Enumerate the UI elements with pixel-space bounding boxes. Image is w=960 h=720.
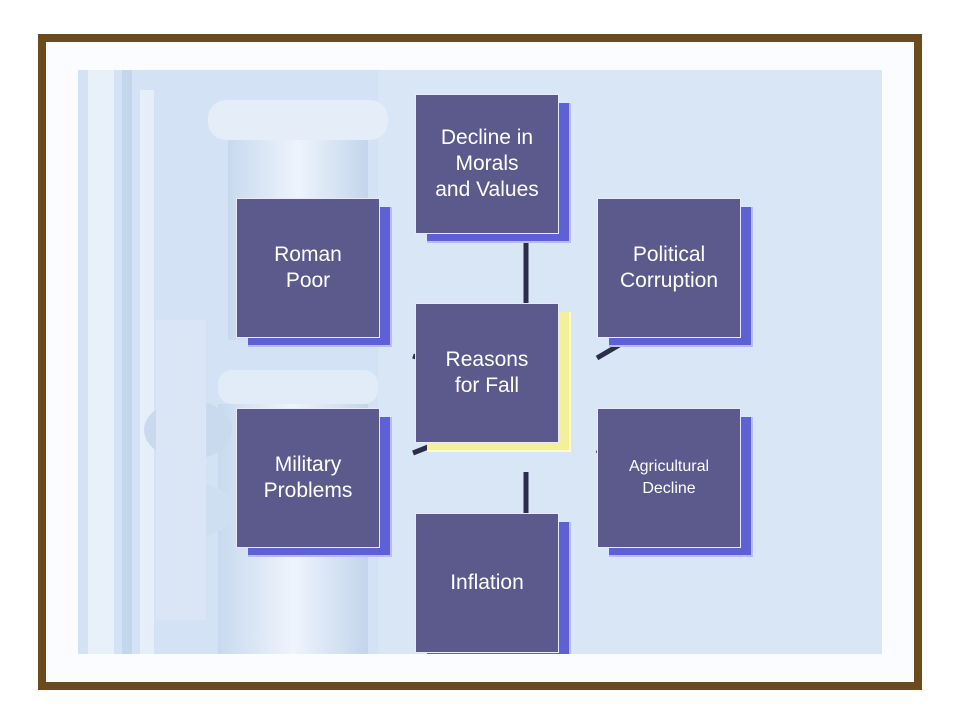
node-military-problems[interactable]: Military Problems (236, 408, 380, 548)
slide-panel: Decline in Morals and Values Political C… (78, 70, 882, 654)
slide-frame: Decline in Morals and Values Political C… (38, 34, 922, 690)
connector-political (595, 331, 640, 361)
node-inflation[interactable]: Inflation (415, 513, 559, 653)
node-political-corruption[interactable]: Political Corruption (597, 198, 741, 338)
node-decline-morals[interactable]: Decline in Morals and Values (415, 94, 559, 234)
node-agricultural-decline[interactable]: Agricultural Decline (597, 408, 741, 548)
node-roman-poor[interactable]: Roman Poor (236, 198, 380, 338)
node-reasons-for-fall[interactable]: Reasons for Fall (415, 303, 559, 443)
column-background-decoration (78, 70, 388, 654)
slide-mat: Decline in Morals and Values Political C… (46, 42, 914, 682)
